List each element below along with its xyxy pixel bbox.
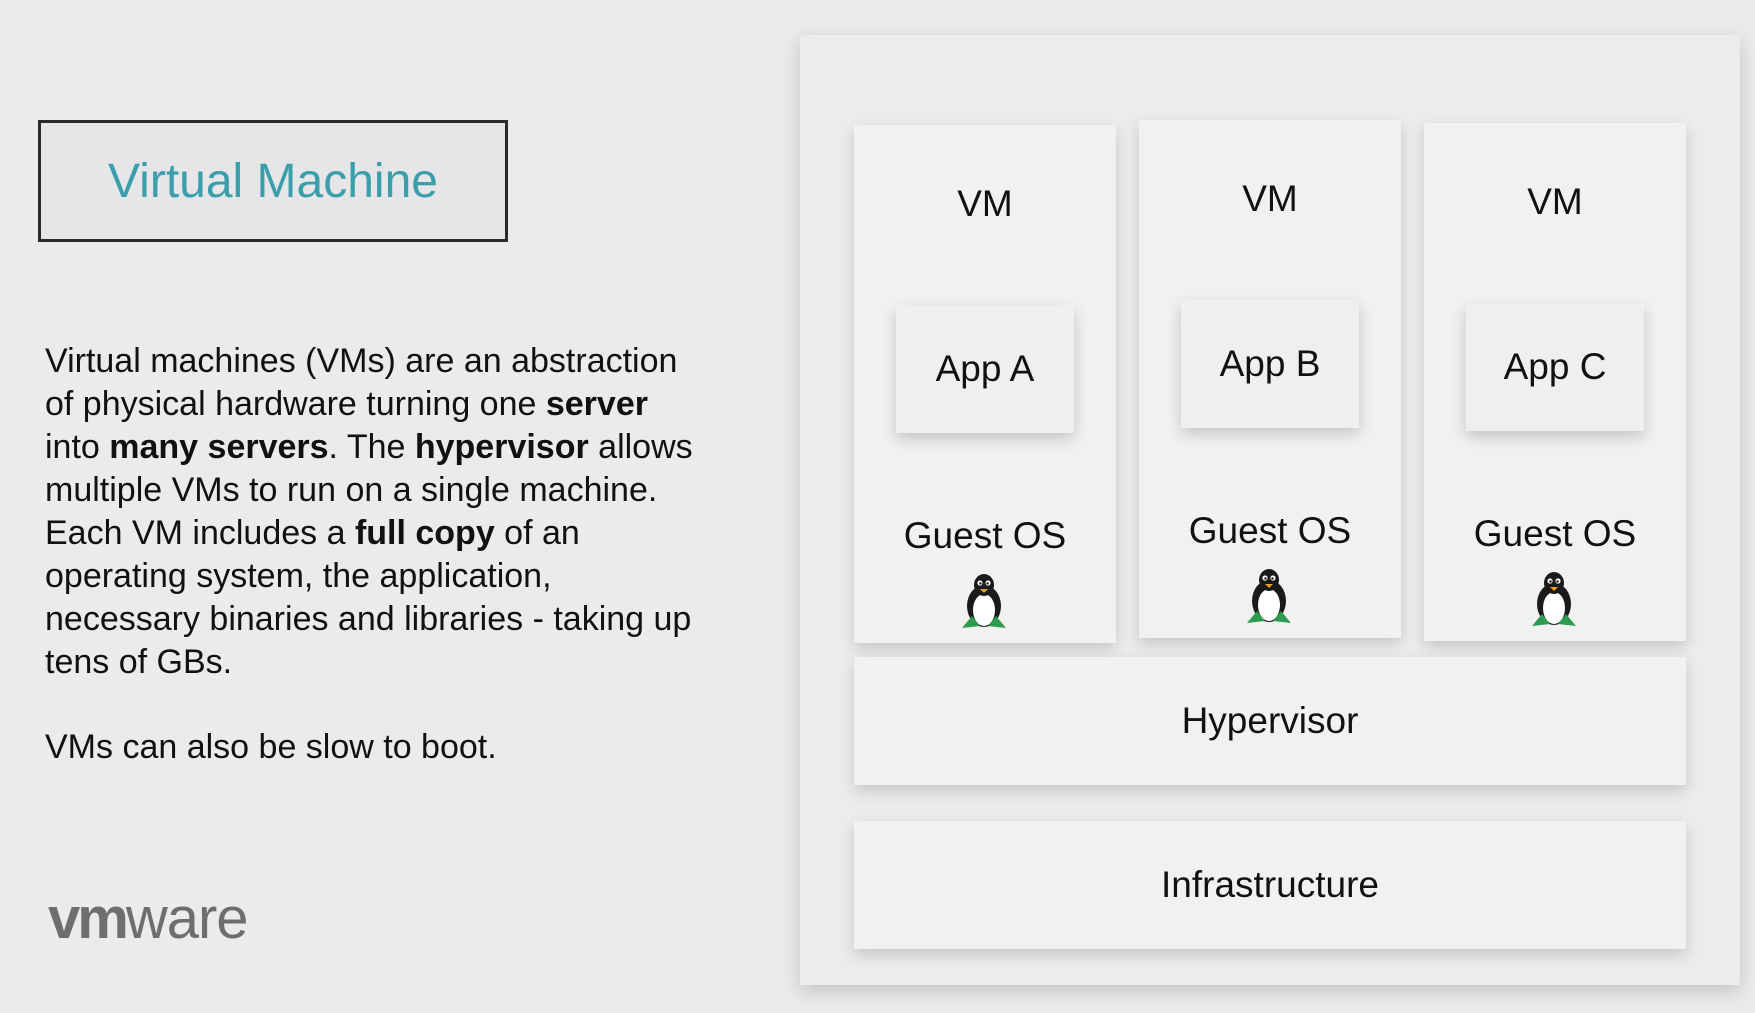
- description-paragraph: Virtual machines (VMs) are an abstractio…: [45, 340, 705, 684]
- app-box: App A: [896, 305, 1074, 433]
- emphasis-text: full copy: [354, 514, 495, 552]
- description-text: allows multiple VMs to run on a single m…: [45, 428, 693, 552]
- vmware-logo: vmware: [48, 886, 249, 951]
- vm-label: VM: [957, 183, 1013, 224]
- description-text: into: [45, 428, 110, 466]
- description-text: Virtual machines (VMs) are an abstractio…: [45, 342, 678, 423]
- app-box: App C: [1466, 303, 1644, 431]
- vm-label: VM: [1527, 181, 1583, 222]
- linux-penguin-icon: [1532, 572, 1576, 626]
- hypervisor-layer: Hypervisor: [854, 657, 1686, 785]
- page-title: Virtual Machine: [108, 154, 438, 208]
- vm-column: VM App A Guest OS: [854, 125, 1116, 643]
- guest-os-label: Guest OS: [1188, 510, 1352, 551]
- emphasis-text: hypervisor: [414, 428, 589, 466]
- app-box: App B: [1181, 300, 1359, 428]
- infrastructure-layer: Infrastructure: [854, 821, 1686, 949]
- linux-penguin-icon: [962, 574, 1006, 628]
- guest-os-label: Guest OS: [903, 515, 1067, 556]
- emphasis-text: many servers: [109, 428, 329, 466]
- architecture-diagram: VM App A Guest OS VM App B Guest OS: [800, 35, 1740, 985]
- vm-label: VM: [1242, 178, 1298, 219]
- guest-os-label: Guest OS: [1473, 513, 1637, 554]
- description-text: . The: [328, 428, 415, 466]
- vm-column: VM App B Guest OS: [1139, 120, 1401, 638]
- linux-penguin-icon: [1247, 569, 1291, 623]
- title-box: Virtual Machine: [38, 120, 508, 242]
- emphasis-text: server: [545, 385, 648, 423]
- description-text: of an operating system, the application,…: [45, 514, 692, 681]
- description: Virtual machines (VMs) are an abstractio…: [45, 340, 705, 769]
- description-boot-note: VMs can also be slow to boot.: [45, 728, 497, 766]
- vm-column: VM App C Guest OS: [1424, 123, 1686, 641]
